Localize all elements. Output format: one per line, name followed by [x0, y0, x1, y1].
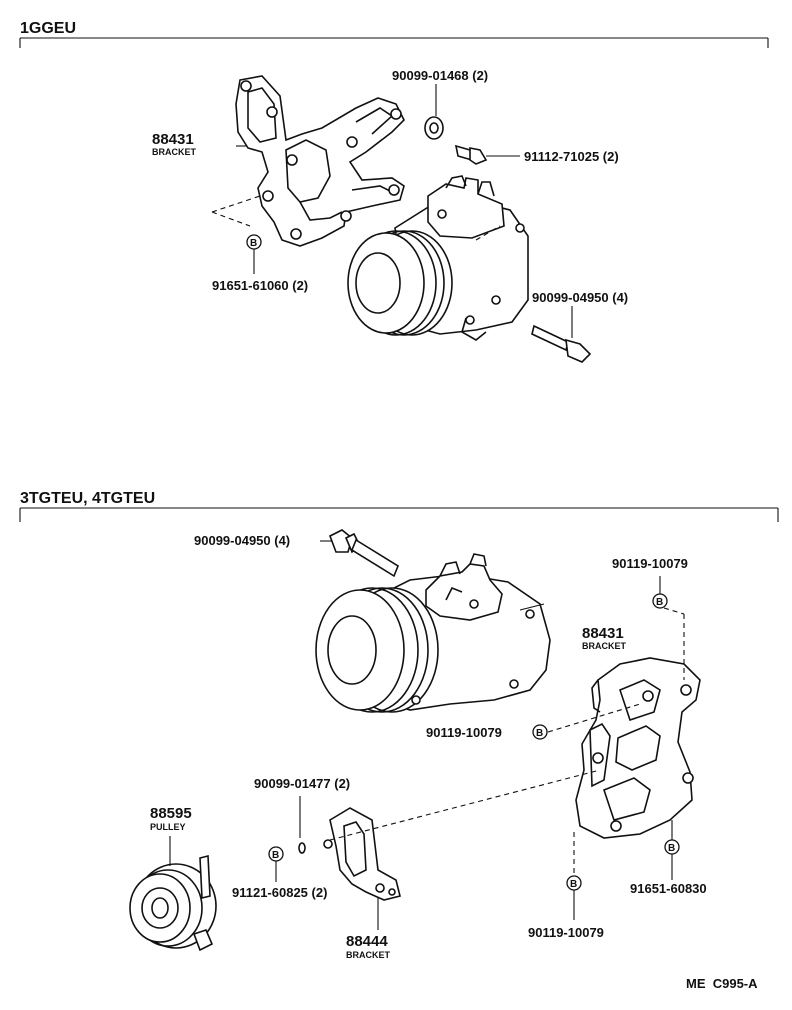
top-long-bolt-drawing — [531, 306, 592, 363]
top-small-bolt-label: 91112-71025 (2) — [524, 149, 619, 164]
b-mark-bottom: B — [566, 875, 582, 891]
section-title-top: 1GGEU — [20, 20, 76, 37]
svg-text:B: B — [536, 728, 543, 739]
pulley-name: PULLEY — [150, 822, 186, 832]
section-frame-top — [19, 37, 769, 48]
pulley-bolt-label: 91121-60825 (2) — [232, 885, 327, 900]
top-bracket-drawing — [211, 75, 405, 247]
bottom-washer-drawing — [298, 796, 306, 854]
top-b-bolt-label: 91651-61060 (2) — [212, 278, 308, 293]
section-title-bottom: 3TGTEU, 4TGTEU — [20, 490, 155, 507]
bottom-top-right-bolt-label: 90119-10079 — [612, 556, 688, 571]
bottom-pulley-drawing — [129, 836, 217, 952]
top-bracket-name: BRACKET — [152, 147, 197, 157]
b-mark-right: B — [664, 839, 680, 855]
bottom-bracket-drawing — [547, 607, 701, 876]
top-b-mark: B — [246, 234, 262, 250]
bottom-compressor-drawing — [315, 553, 551, 713]
top-compressor-drawing — [347, 175, 529, 341]
bottom-long-bolt-label: 90099-04950 (4) — [194, 533, 290, 548]
b-mark-pulley: B — [268, 846, 284, 862]
bottom-long-bolt-drawing — [320, 529, 399, 578]
bottom-washer-label: 90099-01477 (2) — [254, 776, 350, 791]
svg-text:B: B — [656, 597, 663, 608]
svg-text:B: B — [668, 843, 675, 854]
pulley-number: 88595 — [150, 805, 192, 822]
top-long-bolt-label: 90099-04950 (4) — [532, 290, 628, 305]
svg-text:B: B — [250, 238, 257, 249]
section-frame-bottom — [19, 507, 779, 522]
svg-text:B: B — [570, 879, 577, 890]
bracket2-number: 88444 — [346, 933, 388, 950]
top-washer-label: 90099-01468 (2) — [392, 68, 488, 83]
b-mark-top-right: B — [652, 593, 668, 609]
bottom-right-bolt-label: 91651-60830 — [630, 881, 707, 896]
bottom-bottom-bolt-label: 90119-10079 — [528, 925, 604, 940]
b-mark-mid: B — [532, 724, 548, 740]
diagram-code: ME C995-A — [686, 976, 758, 991]
bottom-mid-bolt-label: 90119-10079 — [426, 725, 502, 740]
top-small-bolt-drawing — [454, 144, 520, 165]
top-bracket-number: 88431 — [152, 131, 194, 148]
svg-text:B: B — [272, 850, 279, 861]
bottom-bracket-number: 88431 — [582, 625, 624, 642]
bottom-bracket2-drawing — [323, 769, 601, 930]
top-washer-drawing — [424, 84, 444, 140]
bottom-bracket-name: BRACKET — [582, 641, 627, 651]
bracket2-name: BRACKET — [346, 950, 391, 960]
